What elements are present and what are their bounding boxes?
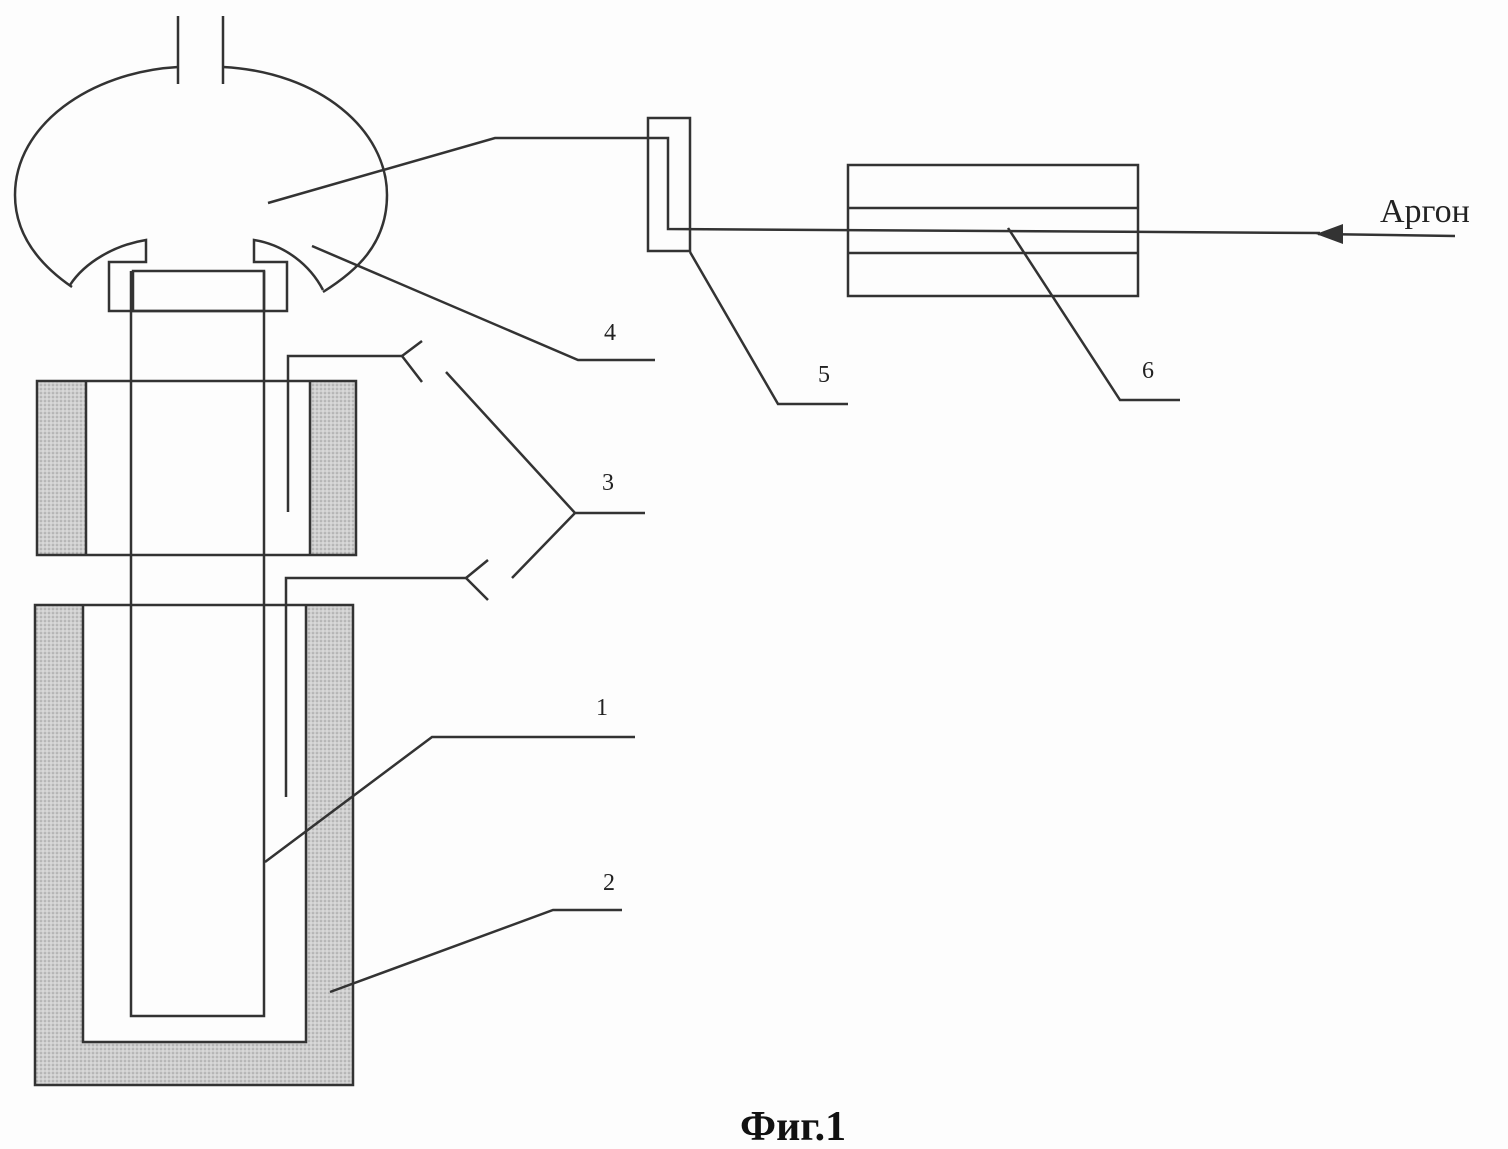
label-2: 2 bbox=[603, 870, 615, 896]
crucible-tube bbox=[131, 271, 264, 1016]
gas-label: Аргон bbox=[1380, 193, 1470, 230]
furnace bbox=[35, 605, 353, 1085]
label-5: 5 bbox=[818, 362, 830, 388]
gas-inlet-arrow-icon bbox=[1316, 224, 1343, 244]
figure-caption: Фиг.1 bbox=[740, 1104, 846, 1149]
label-1: 1 bbox=[596, 695, 608, 721]
label-4: 4 bbox=[604, 320, 616, 346]
gas-supply bbox=[268, 118, 1455, 296]
leader-lines bbox=[265, 228, 1180, 992]
upper-heater bbox=[37, 381, 356, 555]
reaction-chamber bbox=[15, 16, 387, 311]
label-3: 3 bbox=[602, 470, 614, 496]
label-6: 6 bbox=[1142, 358, 1154, 384]
